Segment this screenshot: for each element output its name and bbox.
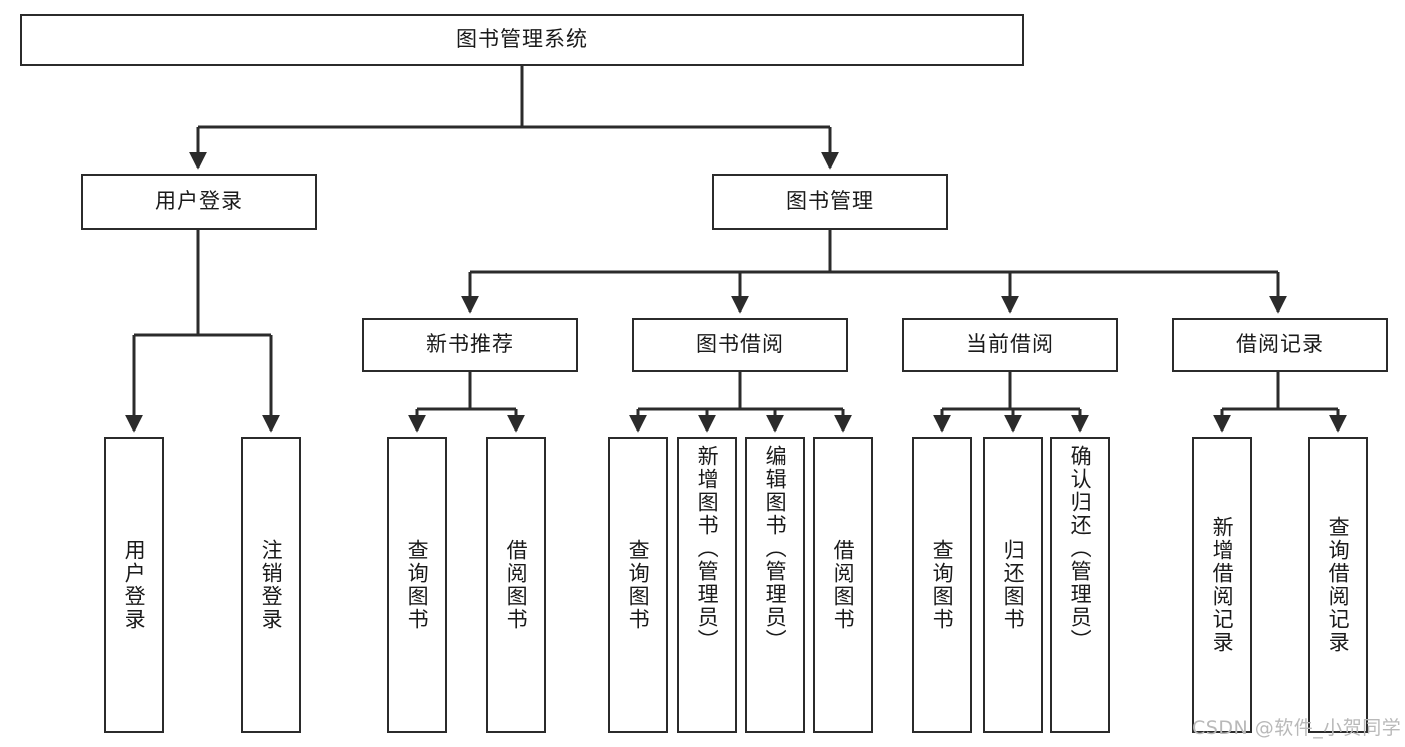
node-current-borrow[interactable]: 当前借阅 (902, 318, 1118, 372)
leaf-label: 查询借阅记录 (1326, 516, 1351, 654)
leaf-user-login-login[interactable]: 用户登录 (104, 437, 164, 733)
leaf-borrow-edit-book-admin[interactable]: 编辑图书（管理员） (745, 437, 805, 733)
node-book-management-label: 图书管理 (786, 189, 874, 214)
node-book-borrow-label: 图书借阅 (696, 332, 784, 357)
leaf-new-book-query[interactable]: 查询图书 (387, 437, 447, 733)
node-new-book-recommend-label: 新书推荐 (426, 332, 514, 357)
leaf-borrow-borrow-book[interactable]: 借阅图书 (813, 437, 873, 733)
node-book-borrow[interactable]: 图书借阅 (632, 318, 848, 372)
leaf-label: 查询图书 (626, 539, 651, 631)
leaf-new-book-borrow[interactable]: 借阅图书 (486, 437, 546, 733)
csdn-watermark: CSDN @软件_小贺同学 (1192, 713, 1401, 740)
leaf-record-add[interactable]: 新增借阅记录 (1192, 437, 1252, 733)
leaf-label: 确认归还（管理员） (1068, 445, 1093, 652)
leaf-label: 归还图书 (1001, 539, 1026, 631)
node-book-management[interactable]: 图书管理 (712, 174, 948, 230)
leaf-label: 新增图书（管理员） (695, 445, 720, 652)
leaf-label: 用户登录 (122, 539, 147, 631)
leaf-borrow-query-book[interactable]: 查询图书 (608, 437, 668, 733)
node-borrow-record[interactable]: 借阅记录 (1172, 318, 1388, 372)
node-user-login[interactable]: 用户登录 (81, 174, 317, 230)
node-root[interactable]: 图书管理系统 (20, 14, 1024, 66)
csdn-watermark-text: CSDN @软件_小贺同学 (1192, 717, 1402, 739)
leaf-label: 注销登录 (259, 539, 284, 631)
node-user-login-label: 用户登录 (155, 189, 243, 214)
leaf-current-confirm-return-admin[interactable]: 确认归还（管理员） (1050, 437, 1110, 733)
leaf-record-query[interactable]: 查询借阅记录 (1308, 437, 1368, 733)
node-borrow-record-label: 借阅记录 (1236, 332, 1324, 357)
leaf-label: 查询图书 (405, 539, 430, 631)
leaf-label: 查询图书 (930, 539, 955, 631)
leaf-label: 编辑图书（管理员） (763, 445, 788, 652)
leaf-label: 借阅图书 (504, 539, 529, 631)
node-new-book-recommend[interactable]: 新书推荐 (362, 318, 578, 372)
leaf-borrow-add-book-admin[interactable]: 新增图书（管理员） (677, 437, 737, 733)
node-current-borrow-label: 当前借阅 (966, 332, 1054, 357)
leaf-current-query-book[interactable]: 查询图书 (912, 437, 972, 733)
leaf-current-return-book[interactable]: 归还图书 (983, 437, 1043, 733)
leaf-label: 新增借阅记录 (1210, 516, 1235, 654)
leaf-user-login-logout[interactable]: 注销登录 (241, 437, 301, 733)
leaf-label: 借阅图书 (831, 539, 856, 631)
node-root-label: 图书管理系统 (456, 27, 588, 52)
